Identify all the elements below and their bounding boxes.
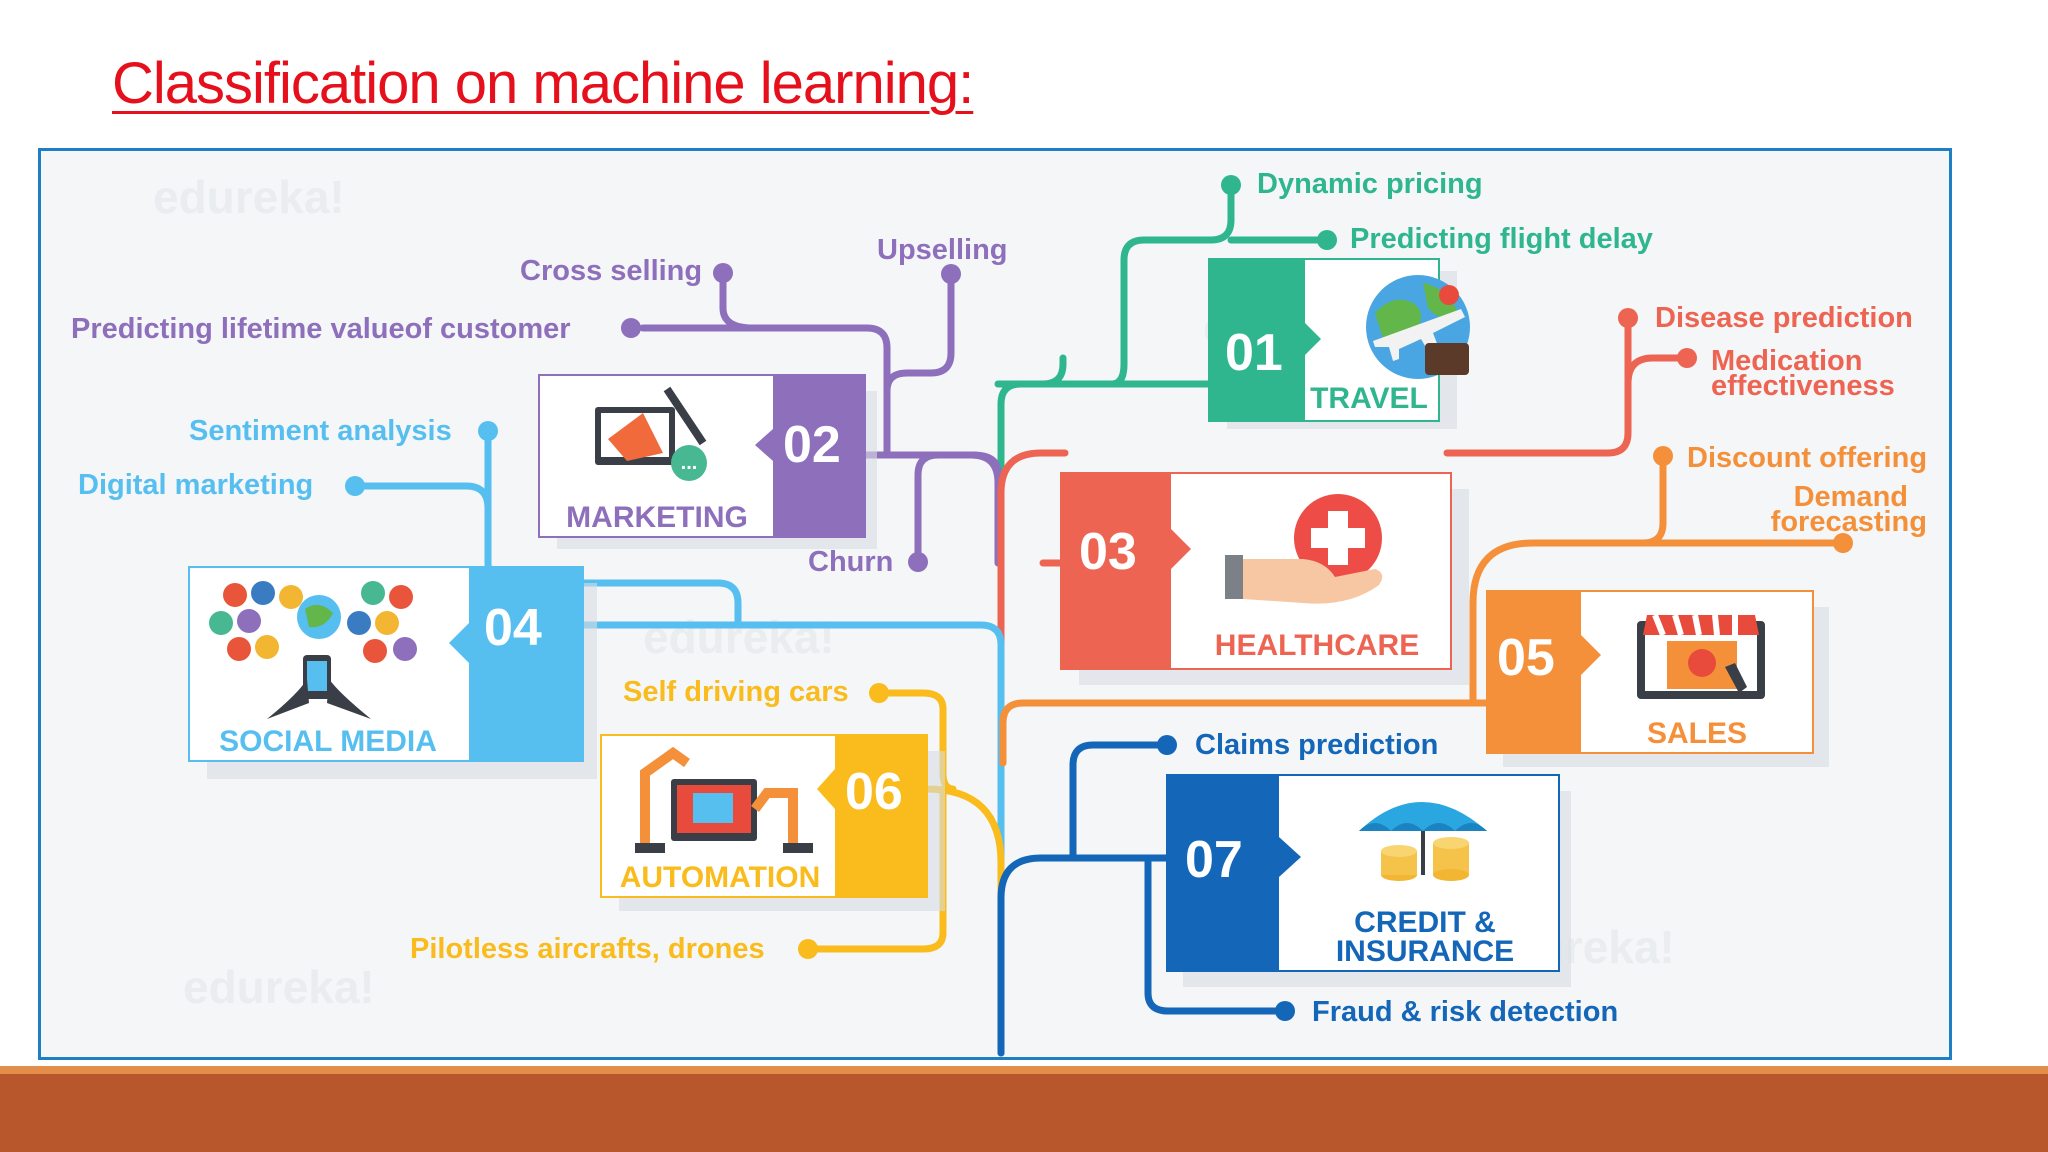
medication-line [1624,354,1691,387]
card-sales: 05 SALES [1486,590,1829,767]
credit-insurance-number: 07 [1185,831,1243,889]
cross-selling-dot [713,263,733,283]
page-title: Classification on machine learning: [112,51,974,116]
branch-self-driving: Self driving cars [623,676,849,708]
churn-dot [908,552,928,572]
branch-medication-1: Medication [1711,345,1862,377]
flight-delay-dot [1317,230,1337,250]
social-media-number: 04 [484,599,542,657]
branch-upselling: Upselling [877,234,1008,266]
card-social-media: 04 SOCIAL MEDIA [188,566,597,779]
automation-label: AUTOMATION [620,861,821,894]
sentiment-dot [478,421,498,441]
social-connector-line [577,621,1005,1057]
healthcare-label: HEALTHCARE [1215,629,1419,662]
travel-connector-line [997,380,1215,573]
automation-number: 06 [845,763,903,821]
travel-label: TRAVEL [1310,382,1428,415]
svg-text:edureka!: edureka! [153,171,345,223]
marketing-label: MARKETING [566,501,748,534]
branch-cross-selling: Cross selling [520,255,702,287]
branch-claims-prediction: Claims prediction [1195,729,1438,761]
branch-demand-2: forecasting [1771,506,1927,538]
endpoint-dots [345,175,1853,1021]
pilotless-line [804,785,947,953]
megaphone-monitor-icon: ... [595,386,707,481]
card-healthcare: 03 HEALTHCARE [1060,472,1469,685]
globe-airplane-icon [1366,275,1470,379]
branch-labels: Dynamic pricing Predicting flight delay … [71,168,1927,1028]
digital-marketing-line [351,482,492,512]
footer-bar [0,1066,2048,1152]
dynamic-pricing-dot [1221,175,1241,195]
sales-branch-line [1469,452,1667,707]
branch-disease-prediction: Disease prediction [1655,302,1913,334]
card-marketing: 02 ... MARKETING [538,374,877,549]
lifetime-value-dot [621,318,641,338]
marketing-number: 02 [783,416,841,474]
card-credit-insurance: 07 CREDIT & INSURANCE [1166,774,1571,987]
branch-demand-1: Demand [1794,481,1908,513]
branch-sentiment-analysis: Sentiment analysis [189,415,452,447]
churn-line [914,451,1002,566]
digital-marketing-dot [345,476,365,496]
sales-connector-line [999,699,1491,767]
upselling-dot [941,264,961,284]
people-network-phone-icon [209,581,417,719]
hand-medical-cross-icon [1225,494,1383,604]
dynamic-pricing-line [1108,236,1215,388]
svg-text:...: ... [681,452,698,474]
dynamic-pricing-branch-line [1207,181,1235,244]
diagram-frame: edureka! edureka! edureka! edureka! edur… [38,148,1952,1060]
connector-lines [351,181,1847,1057]
credit-insurance-label-2: INSURANCE [1336,935,1514,968]
branch-dynamic-pricing: Dynamic pricing [1257,168,1483,200]
disease-prediction-dot [1618,308,1638,328]
sales-number: 05 [1497,629,1555,687]
branch-discount-offering: Discount offering [1687,442,1927,474]
card-travel: 01 TRAVEL [1208,258,1470,429]
branch-flight-delay: Predicting flight delay [1350,223,1653,255]
ml-applications-diagram: edureka! edureka! edureka! edureka! edur… [71,168,1927,1057]
self-driving-dot [869,683,889,703]
claims-line [1069,741,1171,862]
claims-dot [1157,735,1177,755]
branch-pilotless: Pilotless aircrafts, drones [410,933,765,965]
branch-digital-marketing: Digital marketing [78,469,313,501]
pilotless-dot [798,939,818,959]
crossselling-line [719,269,891,395]
medication-dot [1677,348,1697,368]
healthcare-branch-line [1443,314,1632,457]
fraud-dot [1275,1001,1295,1021]
travel-number: 01 [1225,324,1283,382]
healthcare-connector-line [997,449,1069,657]
lifetime-value-line [639,324,891,357]
social-media-label: SOCIAL MEDIA [219,725,437,758]
branch-fraud-detection: Fraud & risk detection [1312,996,1618,1028]
demand-forecasting-dot [1833,533,1853,553]
card-automation: 06 AUTOMATION [600,734,945,911]
branch-churn: Churn [808,546,893,578]
umbrella-coins-icon [1359,802,1487,881]
credit-insurance-label-1: CREDIT & [1354,906,1496,939]
discount-offering-dot [1653,446,1673,466]
sales-label: SALES [1647,717,1747,750]
branch-lifetime-value: Predicting lifetime valueof customer [71,313,571,345]
svg-text:edureka!: edureka! [183,961,375,1013]
self-driving-line [875,689,957,793]
travel-trunk-line [994,354,1067,388]
healthcare-number: 03 [1079,523,1137,581]
robot-arm-icon [635,746,813,853]
storefront-cart-icon [1637,613,1765,699]
upselling-line [883,270,955,459]
credit-connector-line [997,854,1171,1057]
branch-medication-2: effectiveness [1711,370,1895,402]
fraud-line [1144,854,1289,1015]
